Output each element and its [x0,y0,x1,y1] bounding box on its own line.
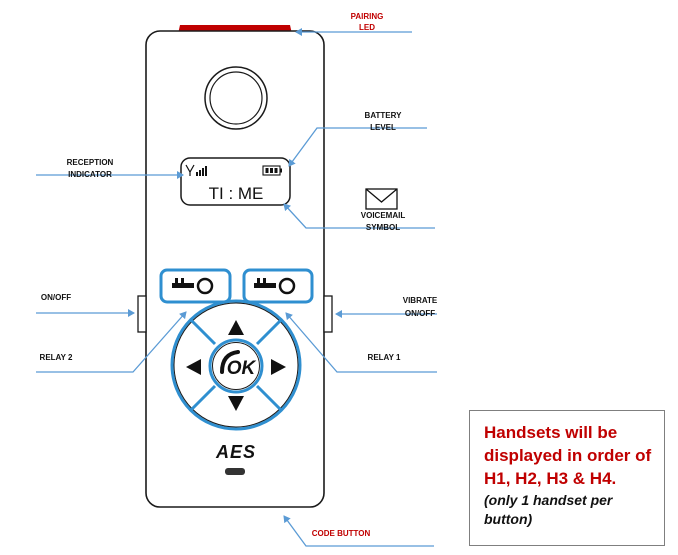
code-button-pointer [283,515,434,547]
vibrate-side-button[interactable] [323,295,333,333]
up-arrow-icon[interactable] [228,320,244,335]
voicemail-symbol-label: SYMBOL [366,223,400,232]
down-arrow-icon[interactable] [228,396,244,411]
on-off-label: ON/OFF [41,293,71,302]
note-main-text: Handsets will be displayed in order of H… [484,423,652,488]
display-screen: TI : ME [180,157,291,206]
screen-time-text: TI : ME [209,184,264,203]
code-button-label: CODE BUTTON [312,529,371,538]
right-arrow-icon[interactable] [271,359,286,375]
voicemail-symbol-pointer [283,203,435,229]
handset-order-note: Handsets will be displayed in order of H… [469,410,665,546]
key-icon [172,277,214,295]
brand-logo: AES [215,442,256,462]
relay-2-label: RELAY 2 [40,353,73,362]
voicemail-envelope-icon [365,188,398,210]
left-arrow-icon[interactable] [186,359,201,375]
on-off-side-button[interactable] [137,295,147,333]
reception-bars-icon [185,164,207,176]
voicemail-symbol-label: VOICEMAIL [361,211,406,220]
pointer-lines [36,28,437,547]
ok-label: OK [227,358,257,379]
battery-icon [262,165,282,176]
relay-1-pointer [285,312,437,373]
relay-1-key[interactable] [242,268,314,304]
pairing-led-label: LED [359,23,375,32]
relay-2-key[interactable] [159,268,232,304]
key-icon [254,277,296,295]
pairing-led-label: PAIRING [351,12,384,21]
relay-2-pointer [36,311,187,373]
battery-level-label: LEVEL [370,123,396,132]
vibrate-on-off-label: ON/OFF [405,309,435,318]
speaker-icon [204,66,268,130]
vibrate-on-off-label: VIBRATE [403,296,438,305]
reception-indicator-label: RECEPTION [67,158,114,167]
relay-1-label: RELAY 1 [368,353,401,362]
note-sub-text: (only 1 handset per button) [484,492,613,527]
battery-level-label: BATTERY [365,111,403,120]
ok-button[interactable]: OK [208,338,264,394]
handset-call-icon [220,350,240,374]
reception-indicator-label: INDICATOR [68,170,112,179]
status-indicator-bar [225,468,245,475]
navigation-pad[interactable]: OK [170,299,302,431]
battery-level-pointer [288,127,427,167]
